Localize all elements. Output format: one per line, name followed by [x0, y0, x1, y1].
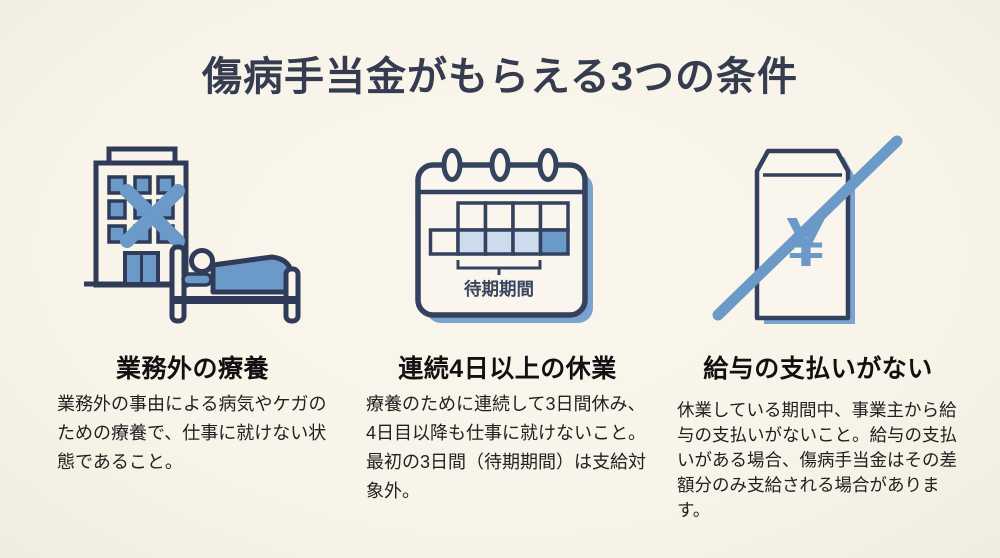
hospital-building-bed-icon	[84, 146, 301, 324]
condition-1-heading: 業務外の療養	[115, 355, 269, 383]
building-icon	[84, 146, 189, 288]
page-title: 傷病手当金がもらえる3つの条件	[201, 55, 799, 99]
person-in-bed-icon	[169, 244, 301, 324]
waiting-period-label: 待期期間	[464, 279, 534, 299]
condition-2-heading: 連続4日以上の休業	[398, 355, 617, 383]
no-salary-envelope-icon: ¥	[712, 135, 903, 324]
calendar-waiting-period-icon: 待期期間	[415, 148, 593, 323]
calendar-grid	[428, 201, 570, 256]
condition-2-description: 療養のために連続して3日間休み、4日目以降も仕事に就けないこと。最初の3日間（待…	[366, 394, 647, 501]
condition-1-description: 業務外の事由による病気やケガのための療養で、仕事に就けない状態であること。	[57, 394, 327, 472]
slash-icon	[712, 135, 903, 321]
building-door	[123, 251, 160, 286]
waiting-period-bracket	[456, 260, 542, 275]
calendar-rings	[441, 148, 559, 182]
condition-3-heading: 給与の支払いがない	[703, 355, 933, 383]
condition-3-description: 休業している期間中、事業主から給与の支払いがないこと。給与の支払いがある場合、傷…	[677, 400, 957, 520]
cross-mark-icon	[120, 184, 185, 248]
